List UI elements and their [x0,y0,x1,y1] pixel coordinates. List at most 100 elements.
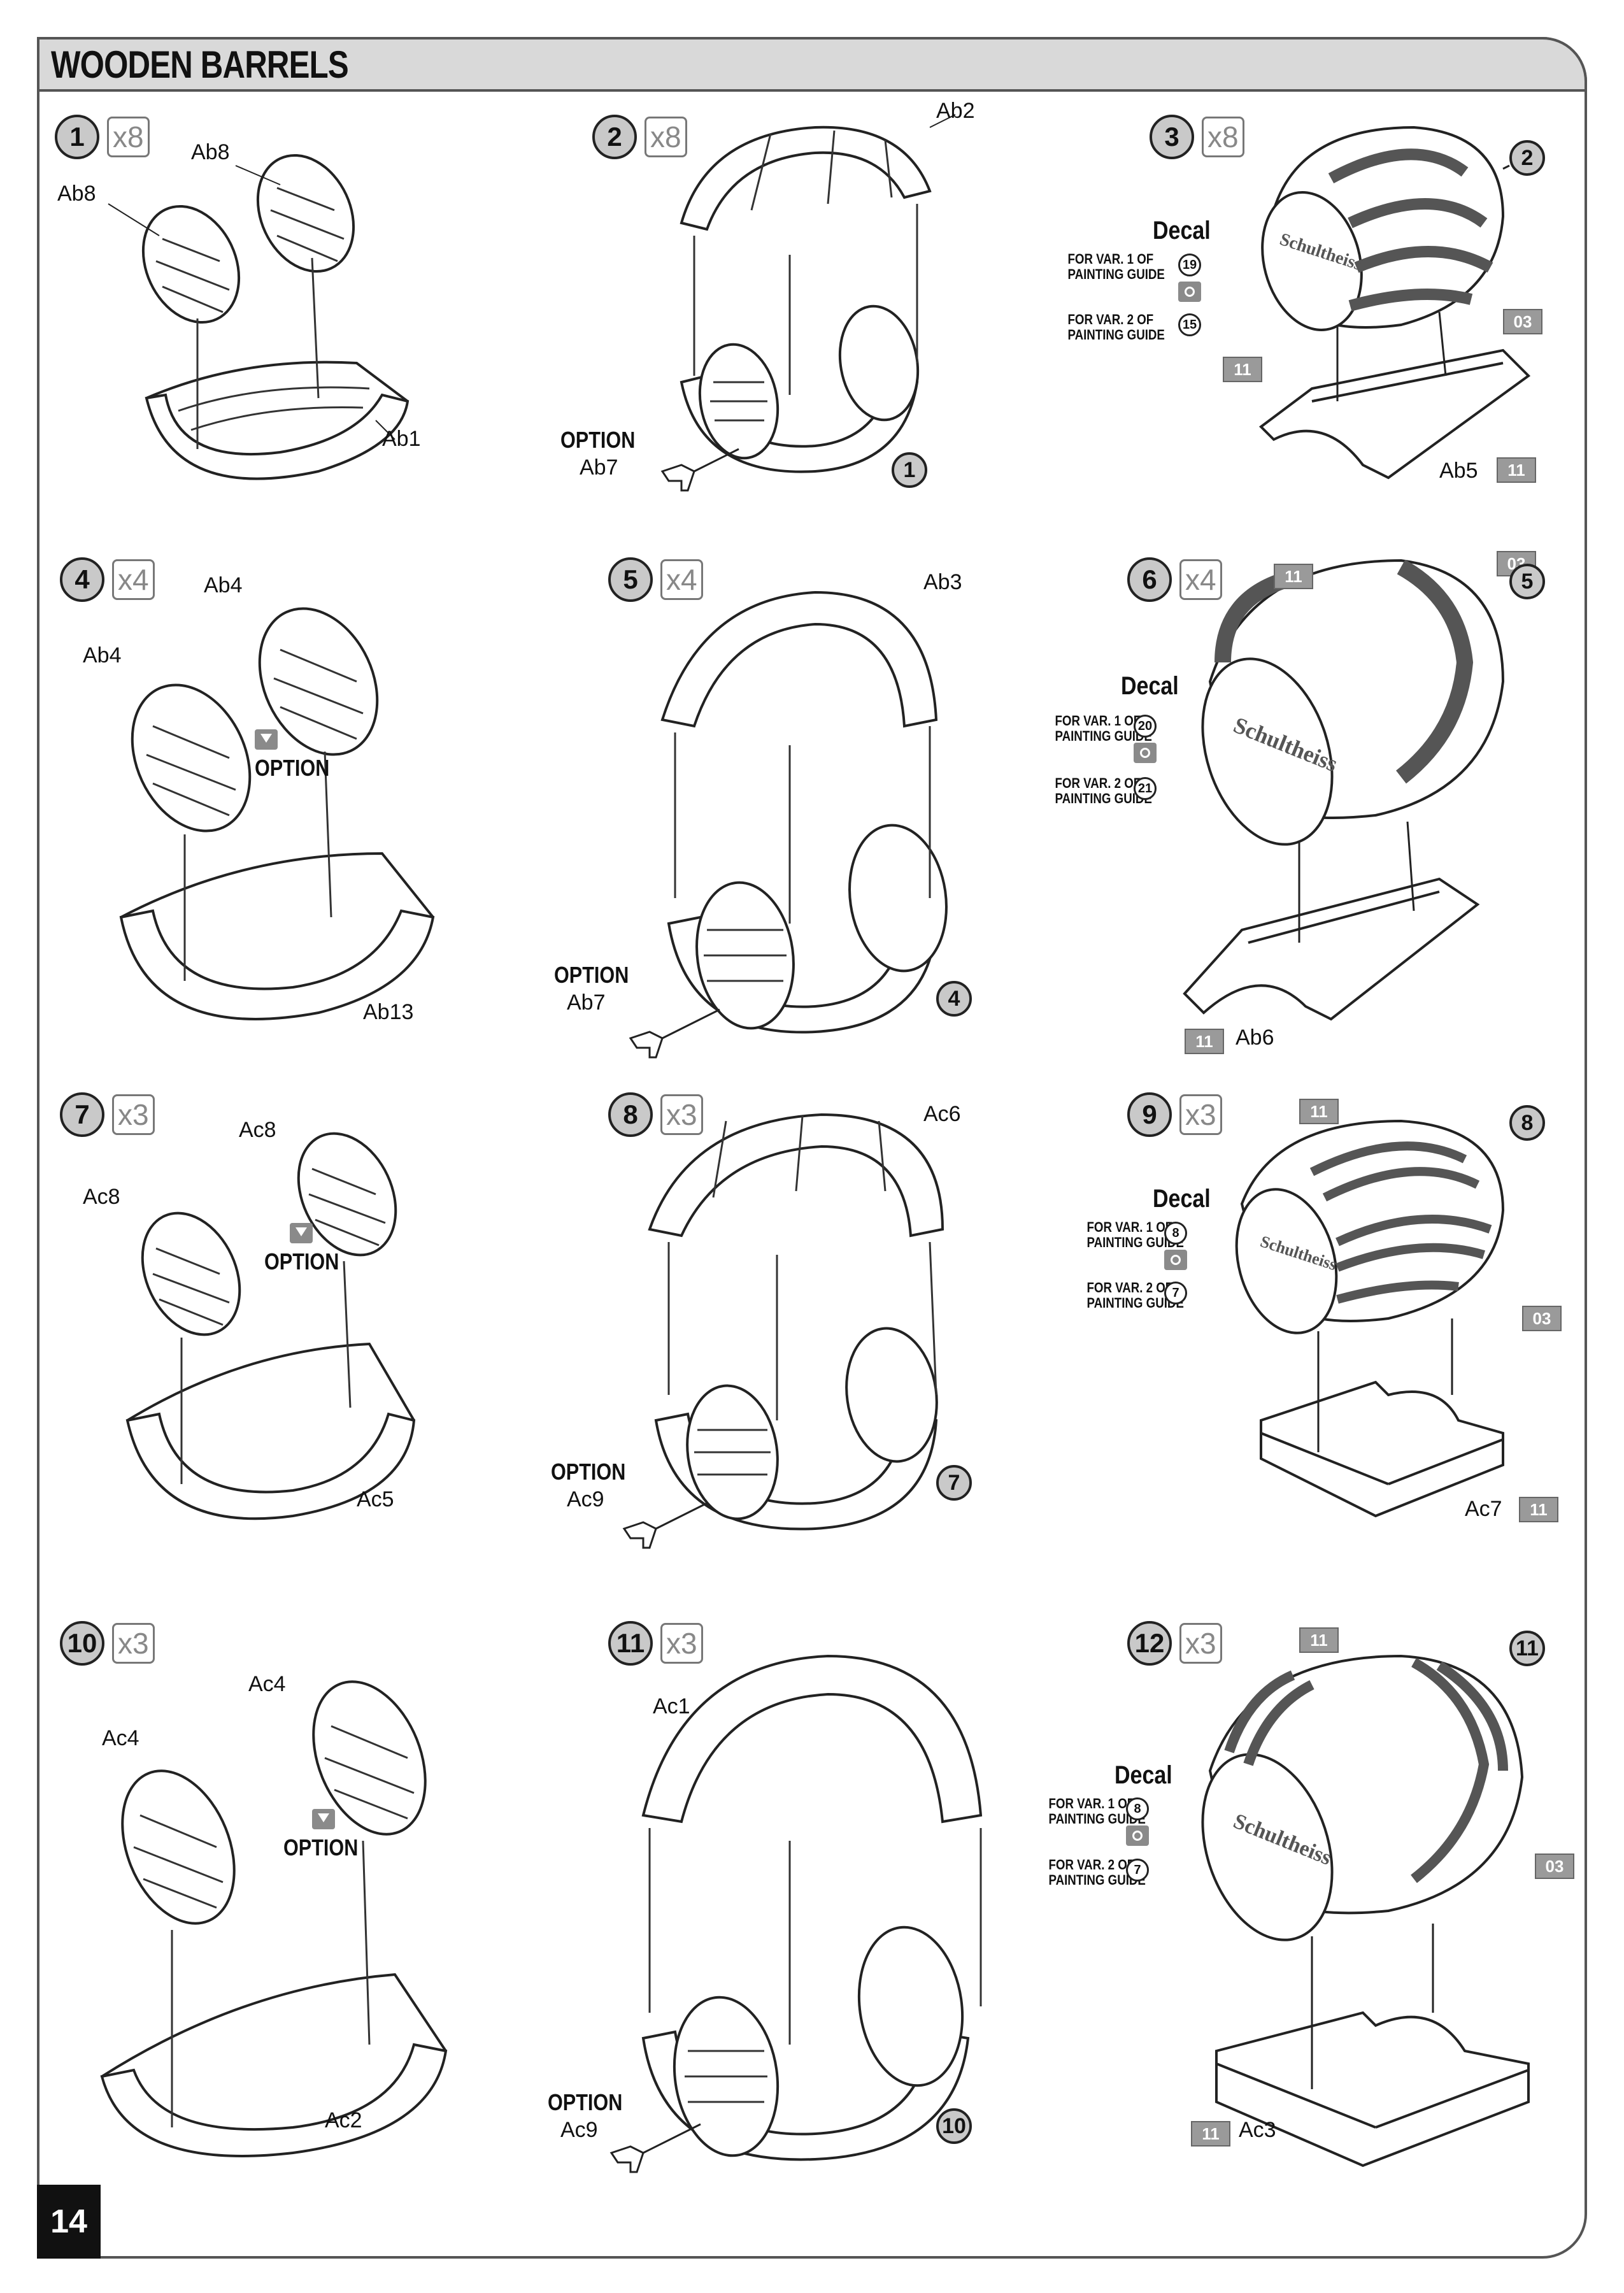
step-7: 7 x3 Ac8 Ac8 OPTION Ac5 [51,1076,535,1548]
step-badge: 6 x4 [1127,557,1222,602]
step-badge: 11 x3 [608,1621,703,1666]
option-label: OPTION [283,1834,359,1861]
step-badge: 9 x3 [1127,1092,1222,1137]
paint-code: 11 [1191,2121,1230,2147]
barrel-on-stand-drawing: Schultheiss [1258,125,1531,480]
step-number: 4 [60,557,104,602]
decal-number: 7 [1126,1859,1149,1882]
quantity-badge: x3 [660,1094,703,1135]
part-label: Ab8 [57,182,96,206]
option-label: OPTION [560,427,636,453]
step-badge: 7 x3 [60,1092,155,1137]
decal-var1-label: FOR VAR. 1 OF PAINTING GUIDE [1086,1219,1184,1250]
step-10: 10 x3 Ac4 Ac4 OPTION Ac2 [51,1605,535,2166]
step-number: 6 [1127,557,1172,602]
quantity-badge: x3 [112,1094,155,1135]
step-badge: 10 x3 [60,1621,155,1666]
part-label: Ac5 [357,1487,394,1511]
quantity-badge: x4 [660,559,703,600]
paint-code: 11 [1497,457,1536,483]
paint-code: 03 [1535,1854,1574,1879]
part-label: Ac3 [1239,2118,1276,2142]
decal-title: Decal [1115,1761,1172,1789]
part-label: Ac2 [325,2108,362,2132]
variant-icon [1126,1825,1149,1846]
callout-number: 7 [936,1465,972,1501]
paint-code: 03 [1522,1306,1562,1331]
decal-title: Decal [1121,672,1179,700]
quantity-badge: x8 [1202,117,1244,157]
part-label: Ab6 [1236,1025,1274,1050]
decal-var2-label: FOR VAR. 2 OF PAINTING GUIDE [1067,311,1165,343]
barrel-on-stand-drawing: Schultheiss [1201,1654,1530,2168]
paint-code: 11 [1185,1029,1224,1054]
option-icon [290,1223,313,1243]
part-label: Ac8 [83,1185,120,1209]
variant-icon [1164,1250,1187,1270]
decal-number: 19 [1178,254,1201,276]
decal-var1-label: FOR VAR. 1 OF PAINTING GUIDE [1055,713,1152,744]
callout-number: 4 [936,981,972,1017]
quantity-badge: x4 [1179,559,1222,600]
decal-number: 7 [1164,1282,1187,1304]
step-4: 4 x4 Ab4 Ab4 OPTION Ab13 [51,541,535,1051]
step-12: 12 x3 Schultheiss 11 11 Decal FOR VAR. 1… [1019,1605,1586,2168]
barrel-half-drawing [100,1680,448,2157]
step-number: 12 [1127,1621,1172,1666]
barrel-half-drawing [125,1132,416,1520]
part-label: Ab8 [191,140,230,164]
option-label: OPTION [255,755,330,781]
quantity-badge: x3 [1179,1623,1222,1664]
part-label: Ab2 [936,99,975,123]
paint-code: 11 [1299,1627,1339,1653]
decal-number: 21 [1134,777,1157,800]
decal-var2-label: FOR VAR. 2 OF PAINTING GUIDE [1055,775,1152,806]
callout-number: 5 [1509,564,1545,599]
decal-var2-label: FOR VAR. 2 OF PAINTING GUIDE [1048,1857,1146,1888]
part-label: Ab1 [382,427,421,451]
part-label: Ab4 [83,643,122,668]
page-title: WOODEN BARRELS [51,43,349,86]
quantity-badge: x3 [112,1623,155,1664]
part-label: Ac6 [923,1102,961,1126]
step-3: 3 x8 Schultheiss 2 Decal FOR VAR. 1 OF P… [1057,96,1586,503]
step-number: 5 [608,557,653,602]
decal-var1-label: FOR VAR. 1 OF PAINTING GUIDE [1048,1796,1146,1827]
quantity-badge: x8 [107,117,150,157]
decal-title: Decal [1153,217,1211,245]
paint-code: 11 [1299,1099,1339,1124]
decal-number: 15 [1178,313,1201,336]
step-2: 2 x8 Ab2 OPTION Ab7 1 [548,96,1057,503]
variant-icon [1134,743,1157,763]
callout-number: 2 [1509,140,1545,176]
step-badge: 2 x8 [592,115,687,159]
callout-number: 8 [1509,1105,1545,1141]
step-badge: 1 x8 [55,115,150,159]
step-number: 11 [608,1621,653,1666]
callout-number: 1 [892,452,927,488]
option-label: OPTION [554,962,629,988]
barrel-assembly-drawing [622,1113,944,1549]
option-icon [255,729,278,750]
step-1: 1 x8 Ab8 Ab8 Ab1 [51,108,535,503]
paint-code: 03 [1503,309,1542,334]
part-label: Ac4 [248,1672,286,1696]
part-label: Ab5 [1439,459,1478,483]
step-number: 8 [608,1092,653,1137]
step-number: 1 [55,115,99,159]
callout-number: 10 [936,2108,972,2144]
paint-code: 11 [1223,357,1262,382]
step-badge: 12 x3 [1127,1621,1222,1666]
page-header [37,37,1587,92]
step-9: 9 x3 Schultheiss 11 8 Decal FOR VAR. 1 O… [1019,1076,1586,1548]
barrel-half-drawing [119,607,435,1020]
decal-var1-label: FOR VAR. 1 OF PAINTING GUIDE [1067,251,1165,282]
part-label: Ac9 [567,1487,604,1511]
quantity-badge: x3 [1179,1094,1222,1135]
step-number: 10 [60,1621,104,1666]
step-number: 2 [592,115,637,159]
paint-code: 11 [1274,564,1313,589]
decal-number: 8 [1126,1797,1149,1820]
part-label: Ac8 [239,1118,276,1142]
step-badge: 3 x8 [1150,115,1244,159]
